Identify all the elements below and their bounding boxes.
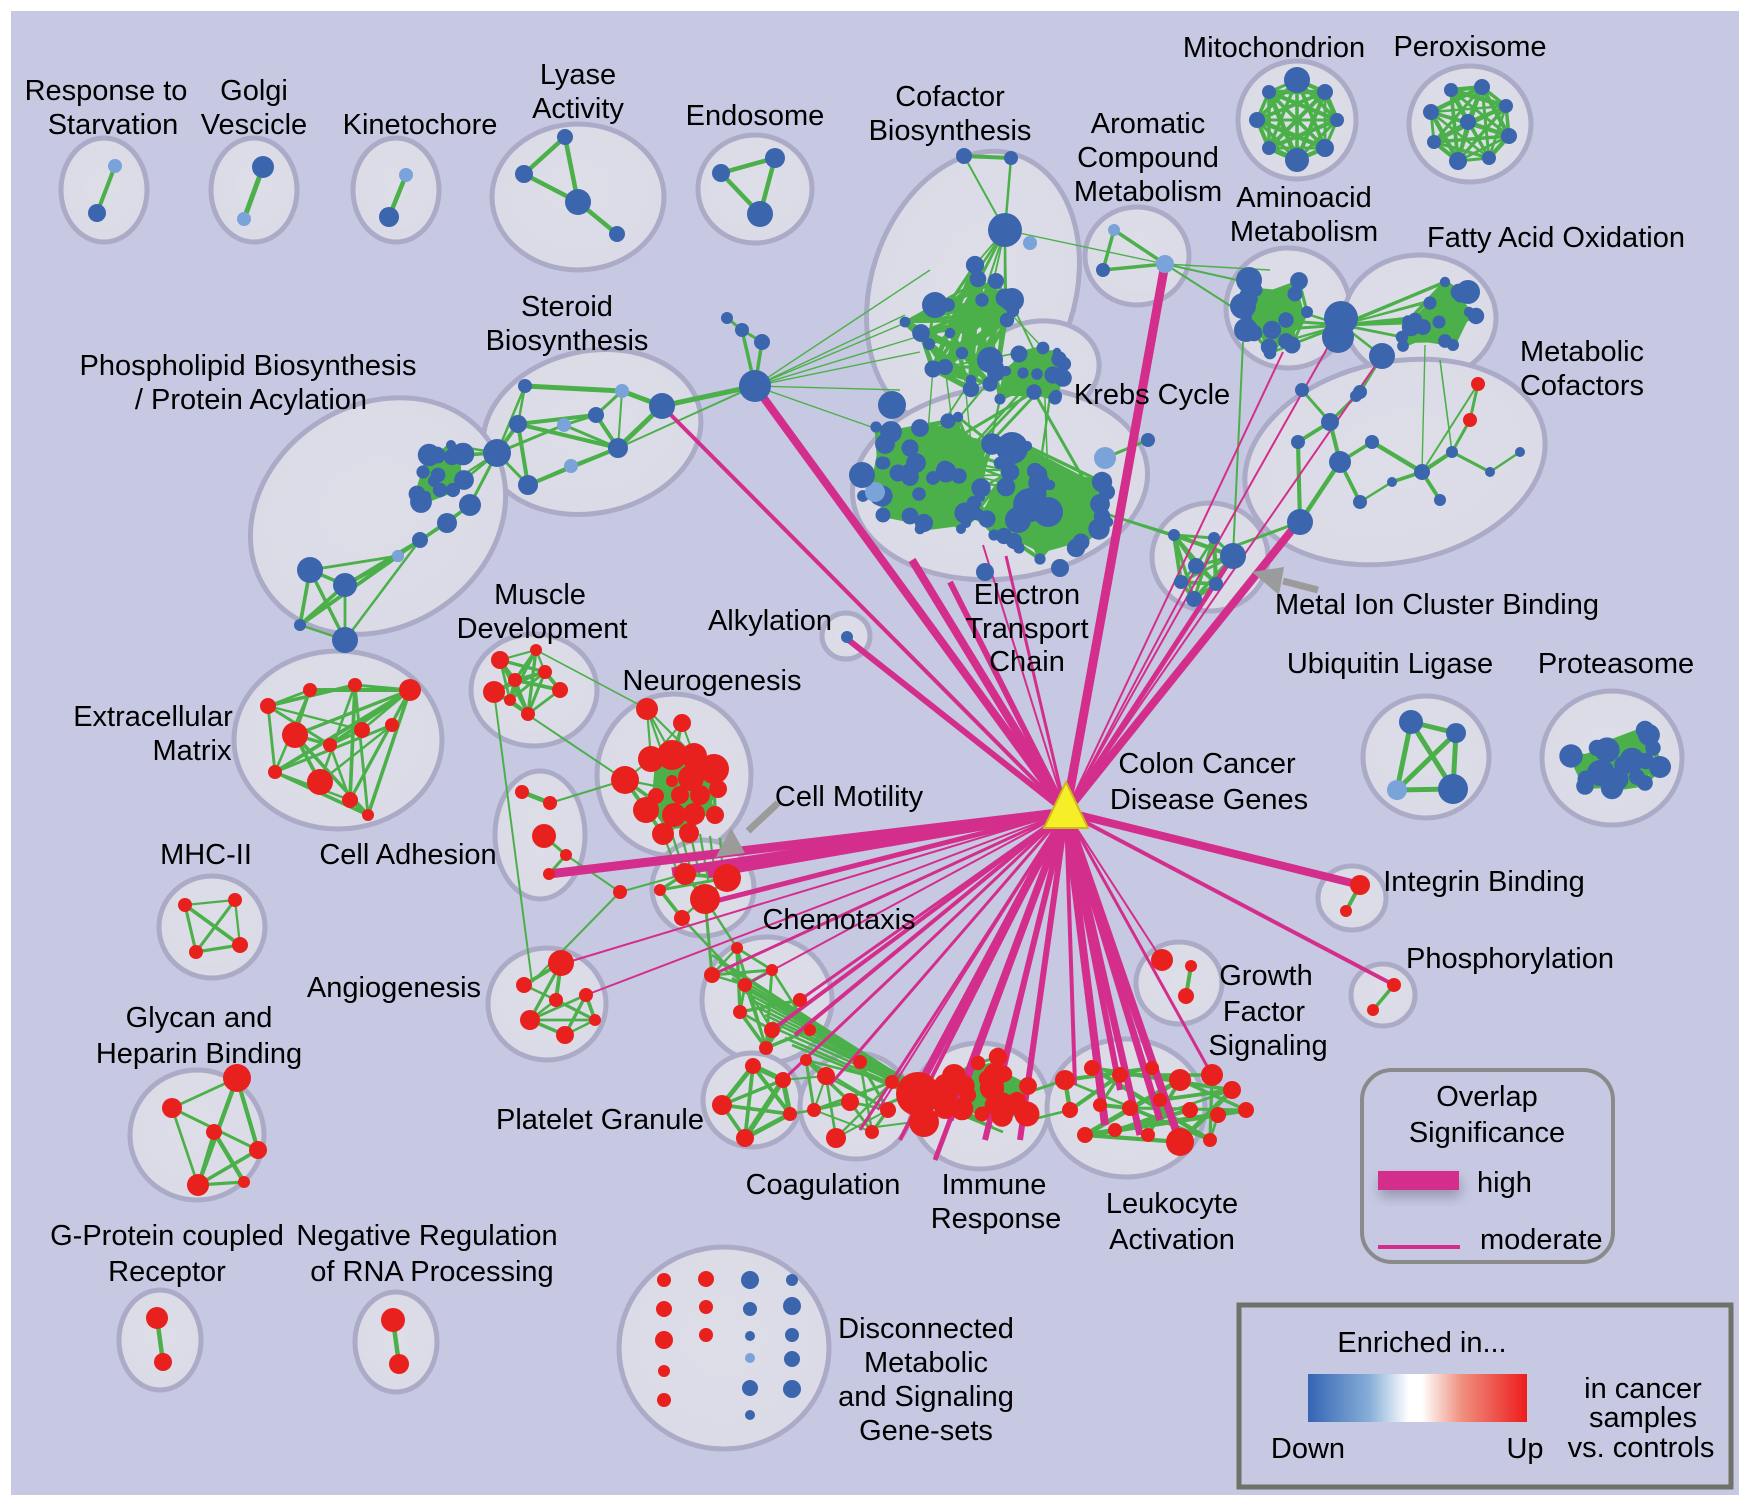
svg-text:Fatty Acid Oxidation: Fatty Acid Oxidation <box>1427 222 1685 254</box>
svg-text:Extracellular: Extracellular <box>73 701 233 733</box>
svg-text:Cofactor: Cofactor <box>895 81 1005 113</box>
svg-text:Lyase: Lyase <box>540 59 616 91</box>
svg-text:Platelet Granule: Platelet Granule <box>496 1104 704 1136</box>
svg-text:Metabolism: Metabolism <box>1230 216 1378 248</box>
svg-text:Disconnected: Disconnected <box>838 1313 1014 1345</box>
svg-text:moderate: moderate <box>1480 1224 1603 1256</box>
svg-text:vs. controls: vs. controls <box>1568 1432 1715 1464</box>
svg-text:Krebs Cycle: Krebs Cycle <box>1074 379 1230 411</box>
svg-text:Response to: Response to <box>25 75 188 107</box>
svg-text:Enriched in...: Enriched in... <box>1337 1327 1506 1359</box>
svg-text:Steroid: Steroid <box>521 291 613 323</box>
svg-text:Peroxisome: Peroxisome <box>1393 31 1546 63</box>
svg-text:Transport: Transport <box>965 613 1088 645</box>
svg-text:Significance: Significance <box>1409 1117 1565 1149</box>
svg-text:Vescicle: Vescicle <box>201 109 307 141</box>
svg-text:Down: Down <box>1271 1433 1345 1465</box>
svg-text:Cell Adhesion: Cell Adhesion <box>319 839 496 871</box>
svg-text:Cofactors: Cofactors <box>1520 370 1644 402</box>
svg-text:Response: Response <box>931 1203 1062 1235</box>
svg-text:and Signaling: and Signaling <box>838 1381 1014 1413</box>
svg-text:Metal Ion Cluster Binding: Metal Ion Cluster Binding <box>1275 589 1599 621</box>
svg-text:Chemotaxis: Chemotaxis <box>762 904 915 936</box>
svg-text:Proteasome: Proteasome <box>1538 648 1694 680</box>
svg-text:Endosome: Endosome <box>686 100 825 132</box>
svg-text:Phospholipid Biosynthesis: Phospholipid Biosynthesis <box>80 350 417 382</box>
svg-text:Metabolic: Metabolic <box>864 1347 988 1379</box>
svg-text:Factor: Factor <box>1223 996 1306 1028</box>
svg-text:Phosphorylation: Phosphorylation <box>1406 943 1614 975</box>
svg-text:Alkylation: Alkylation <box>708 605 832 637</box>
svg-text:Muscle: Muscle <box>494 579 586 611</box>
svg-text:Activation: Activation <box>1109 1224 1235 1256</box>
svg-text:of RNA Processing: of RNA Processing <box>310 1256 553 1288</box>
svg-text:Chain: Chain <box>989 646 1065 678</box>
svg-text:Golgi: Golgi <box>220 75 288 107</box>
svg-text:G-Protein coupled: G-Protein coupled <box>50 1220 284 1252</box>
svg-text:Development: Development <box>457 613 628 645</box>
svg-text:Compound: Compound <box>1077 142 1219 174</box>
svg-text:Up: Up <box>1506 1433 1543 1465</box>
svg-text:Colon Cancer: Colon Cancer <box>1118 748 1296 780</box>
svg-text:Neurogenesis: Neurogenesis <box>623 665 802 697</box>
svg-text:Cell Motility: Cell Motility <box>775 781 924 813</box>
svg-text:Gene-sets: Gene-sets <box>859 1415 993 1447</box>
svg-text:Glycan and: Glycan and <box>126 1002 273 1034</box>
svg-text:high: high <box>1477 1167 1532 1199</box>
svg-text:Activity: Activity <box>532 93 624 125</box>
svg-text:Biosynthesis: Biosynthesis <box>486 325 649 357</box>
svg-text:Matrix: Matrix <box>153 735 232 767</box>
svg-text:Immune: Immune <box>942 1169 1047 1201</box>
svg-text:Heparin Binding: Heparin Binding <box>96 1038 302 1070</box>
svg-text:Metabolism: Metabolism <box>1074 176 1222 208</box>
svg-text:samples: samples <box>1589 1402 1697 1434</box>
svg-text:Ubiquitin Ligase: Ubiquitin Ligase <box>1287 648 1493 680</box>
svg-text:in cancer: in cancer <box>1584 1373 1702 1405</box>
svg-text:Growth: Growth <box>1219 960 1312 992</box>
svg-text:Angiogenesis: Angiogenesis <box>307 972 481 1004</box>
svg-text:/ Protein Acylation: / Protein Acylation <box>135 384 367 416</box>
svg-text:Overlap: Overlap <box>1436 1081 1538 1113</box>
svg-text:Leukocyte: Leukocyte <box>1106 1188 1238 1220</box>
svg-text:Coagulation: Coagulation <box>746 1169 901 1201</box>
svg-text:Starvation: Starvation <box>48 109 179 141</box>
svg-text:Kinetochore: Kinetochore <box>343 109 498 141</box>
svg-text:Receptor: Receptor <box>108 1256 226 1288</box>
svg-text:Metabolic: Metabolic <box>1520 336 1644 368</box>
svg-text:Aromatic: Aromatic <box>1091 108 1205 140</box>
svg-text:MHC-II: MHC-II <box>160 839 252 871</box>
svg-text:Mitochondrion: Mitochondrion <box>1183 32 1365 64</box>
svg-text:Signaling: Signaling <box>1208 1030 1327 1062</box>
svg-text:Negative Regulation: Negative Regulation <box>296 1220 557 1252</box>
svg-text:Electron: Electron <box>974 579 1080 611</box>
svg-text:Disease Genes: Disease Genes <box>1110 784 1308 816</box>
svg-text:Aminoacid: Aminoacid <box>1236 182 1371 214</box>
svg-text:Biosynthesis: Biosynthesis <box>869 115 1032 147</box>
svg-text:Integrin Binding: Integrin Binding <box>1383 866 1585 898</box>
